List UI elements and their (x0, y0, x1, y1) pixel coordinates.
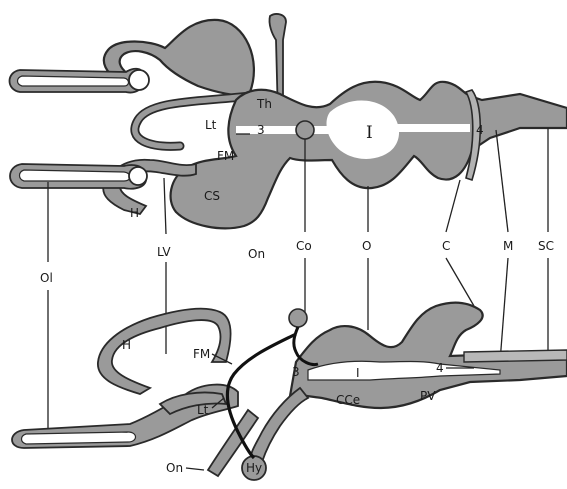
label-fm-top: FM (217, 149, 234, 163)
label-h-bottom: H (122, 338, 131, 352)
label-sc: SC (538, 239, 554, 253)
label-hy: Hy (246, 461, 262, 475)
label-o: O (362, 239, 371, 253)
label-4-top: 4 (476, 123, 484, 137)
label-3-top: 3 (257, 123, 265, 137)
label-4-bottom: 4 (436, 361, 444, 375)
label-pv: PV (420, 389, 436, 403)
label-m: M (503, 239, 513, 253)
label-h-top: H (130, 206, 139, 220)
label-co: Co (296, 239, 312, 253)
commissure-circle-top (296, 121, 314, 139)
label-i-bottom: I (356, 366, 360, 380)
label-lt-top: Lt (205, 118, 217, 132)
olfactory-lobe-top-inner (18, 76, 129, 86)
label-ol: Ol (40, 271, 53, 285)
olfactory-bulb-bottom (129, 167, 147, 185)
olfactory-lobe-bottom-inner (20, 170, 131, 181)
label-cce: CCe (336, 393, 360, 407)
label-lt-bottom: Lt (197, 403, 209, 417)
infundibulum (250, 388, 308, 462)
label-cs: CS (204, 189, 220, 203)
label-fm-bottom: FM (193, 347, 210, 361)
label-th: Th (256, 97, 272, 111)
label-on-bottom: On (166, 461, 183, 475)
sagittal-view (12, 303, 567, 480)
dorsal-view (10, 14, 567, 228)
olfactory-lobe-sagittal-inner (22, 432, 136, 444)
label-c: C (442, 239, 450, 253)
label-3-bottom: 3 (292, 365, 300, 379)
aqueduct-slit (236, 126, 330, 134)
hemisphere-arch (98, 309, 231, 394)
medulla-floor-band (464, 350, 567, 362)
label-on-top: On (248, 247, 265, 261)
commissure-circle-bottom (289, 309, 307, 327)
ventricle-line-right (394, 124, 470, 132)
label-i-top: I (366, 123, 373, 143)
olfactory-bulb-top (129, 70, 149, 90)
label-lv: LV (157, 245, 171, 259)
